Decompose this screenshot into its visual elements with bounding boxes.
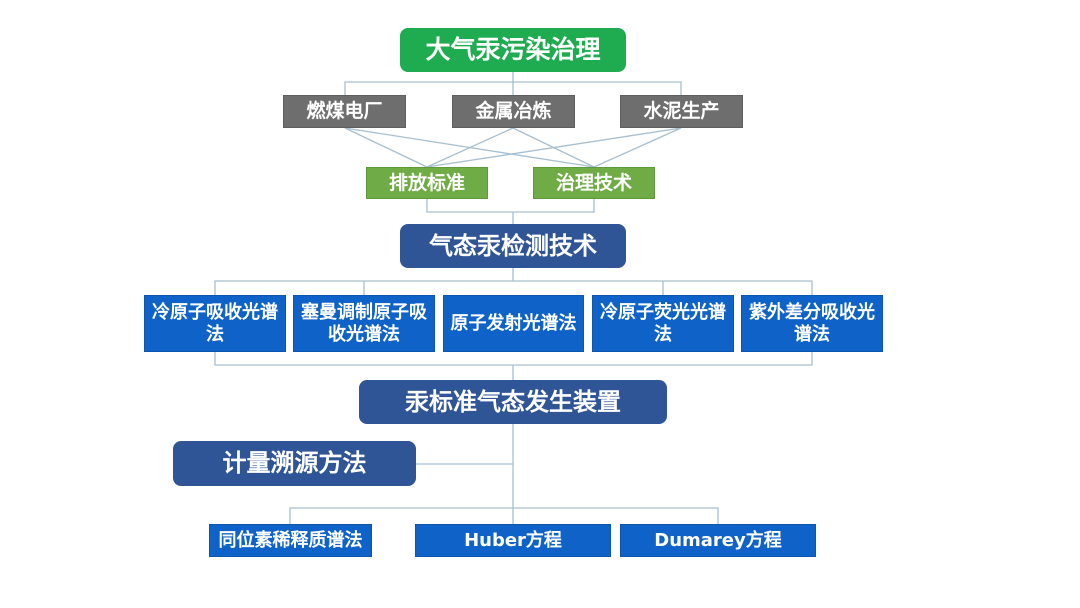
trace-method-node-huber-equation: Huber方程 [415, 524, 611, 557]
method-node-cold-vapor-afs: 冷原子荧光光谱法 [592, 295, 734, 352]
detection-node-gaseous-mercury: 气态汞检测技术 [400, 224, 626, 268]
traceability-node-metrology-methods: 计量溯源方法 [173, 441, 416, 486]
trace-method-node-label: Huber方程 [464, 529, 562, 551]
measure-node-label: 治理技术 [555, 171, 632, 194]
trace-method-node-label: Dumarey方程 [654, 529, 782, 551]
connector-generator-trace [416, 424, 514, 508]
method-node-label: 冷原子吸收光谱法 [152, 301, 278, 345]
connector-detection-methods [214, 268, 813, 295]
connector-source2-measure1 [426, 127, 514, 168]
source-node-metal-smelting: 金属冶炼 [452, 95, 575, 128]
method-node-zeeman-aas: 塞曼调制原子吸收光谱法 [293, 295, 435, 352]
method-node-label: 紫外差分吸收光谱法 [749, 301, 875, 345]
measure-node-label: 排放标准 [388, 171, 465, 194]
method-node-label: 冷原子荧光光谱法 [600, 301, 726, 345]
connector-source1-measure1 [344, 127, 428, 168]
connector-source3-measure2 [593, 127, 682, 168]
connector-source3-measure1 [426, 127, 682, 168]
source-node-label: 燃煤电厂 [306, 100, 383, 123]
connector-methods-generator [214, 352, 813, 380]
root-node-mercury-pollution-control: 大气汞污染治理 [400, 28, 626, 72]
source-node-label: 水泥生产 [643, 100, 720, 123]
measure-node-control-technology: 治理技术 [533, 167, 655, 199]
trace-method-node-idms: 同位素稀释质谱法 [209, 524, 372, 557]
traceability-node-label: 计量溯源方法 [222, 449, 367, 478]
method-node-uv-doas: 紫外差分吸收光谱法 [741, 295, 883, 352]
trace-method-node-label: 同位素稀释质谱法 [218, 529, 363, 551]
generator-node-mercury-standard-gas: 汞标准气态发生装置 [359, 380, 667, 424]
method-node-cold-vapor-aas: 冷原子吸收光谱法 [144, 295, 286, 352]
root-node-label: 大气汞污染治理 [425, 35, 601, 64]
method-node-aes: 原子发射光谱法 [443, 295, 584, 352]
method-node-label: 塞曼调制原子吸收光谱法 [301, 301, 427, 345]
method-node-label: 原子发射光谱法 [450, 312, 577, 334]
connector-trace-methods [289, 507, 719, 524]
connector-root-sources [344, 72, 682, 95]
source-node-label: 金属冶炼 [475, 100, 552, 123]
source-node-coal-power: 燃煤电厂 [283, 95, 406, 128]
generator-node-label: 汞标准气态发生装置 [405, 387, 621, 416]
detection-node-label: 气态汞检测技术 [429, 231, 597, 260]
trace-method-node-dumarey-equation: Dumarey方程 [620, 524, 816, 557]
source-node-cement-production: 水泥生产 [620, 95, 743, 128]
connector-measures-detection [426, 199, 595, 224]
measure-node-emission-standard: 排放标准 [366, 167, 488, 199]
